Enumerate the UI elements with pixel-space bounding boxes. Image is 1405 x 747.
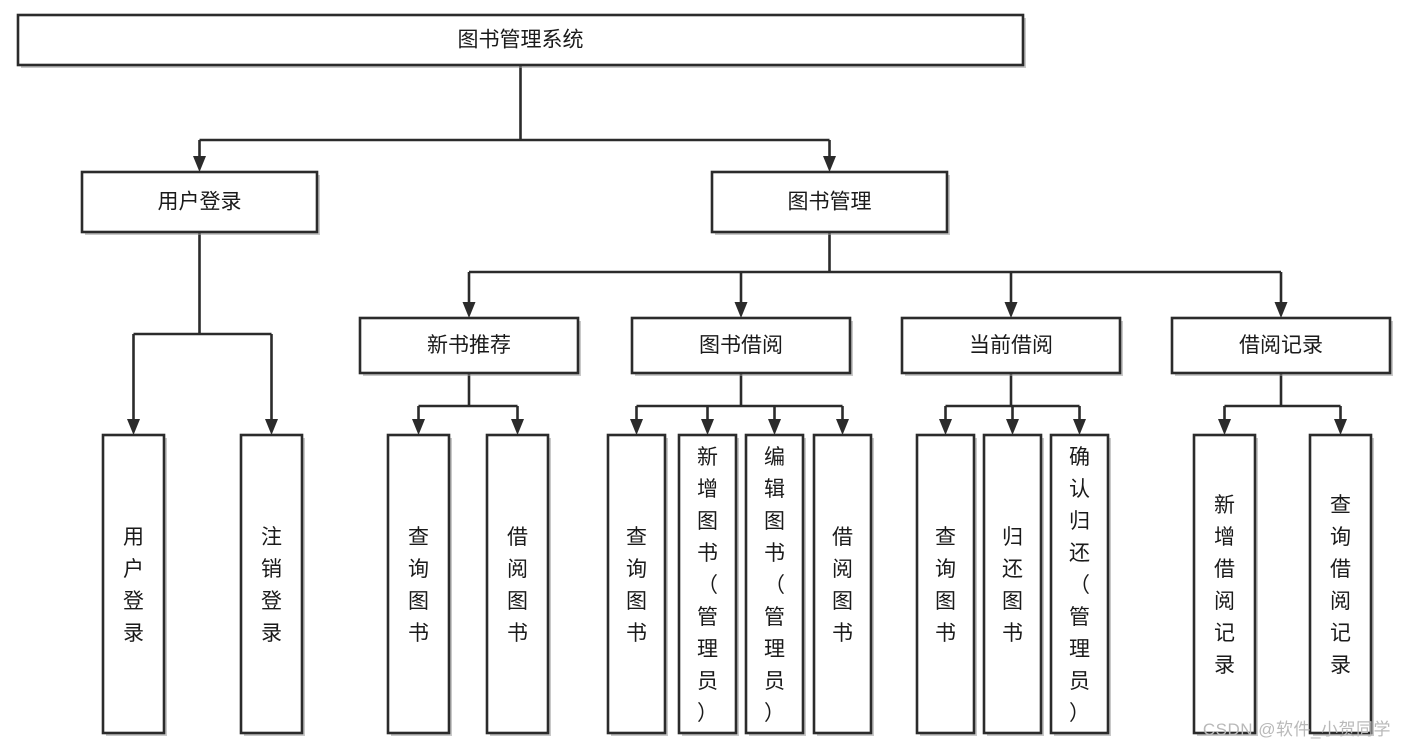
node-label-leaf-confirm-return-admin: 确认归还（管理员） — [1069, 446, 1090, 725]
node-box-leaf-borrow-book-rec[interactable] — [485, 433, 550, 735]
connector-edge-new-book-recommend-to-leaves — [412, 373, 524, 435]
node-label-user-login: 用户登录 — [158, 191, 242, 214]
node-book-borrow[interactable]: 图书借阅 — [630, 316, 853, 376]
node-leaf-query-book-borrow[interactable]: 查询图书 — [606, 433, 668, 736]
arrow-head-icon — [511, 419, 524, 435]
node-box-leaf-query-book-borrow[interactable] — [606, 433, 667, 735]
csdn-watermark: CSDN @软件_小贺同学 — [1202, 720, 1391, 739]
node-leaf-edit-book-admin[interactable]: 编辑图书（管理员） — [744, 433, 806, 736]
arrow-head-icon — [127, 419, 140, 435]
node-box-leaf-query-book-current[interactable] — [915, 433, 976, 735]
node-label-root: 图书管理系统 — [458, 29, 584, 52]
connector-edge-user-login-to-leaves — [127, 232, 278, 435]
node-leaf-user-logout[interactable]: 注销登录 — [239, 433, 305, 736]
node-leaf-borrow-book-borrow[interactable]: 借阅图书 — [812, 433, 874, 736]
connector-edge-borrow-record-to-leaves — [1218, 373, 1347, 435]
node-label-leaf-return-book: 归还图书 — [1002, 526, 1023, 645]
node-label-leaf-add-book-admin: 新增图书（管理员） — [697, 446, 718, 725]
node-label-leaf-borrow-book-borrow: 借阅图书 — [832, 526, 853, 645]
node-label-borrow-record: 借阅记录 — [1239, 334, 1323, 357]
node-layer: 图书管理系统用户登录图书管理新书推荐图书借阅当前借阅借阅记录用户登录注销登录查询… — [16, 13, 1393, 736]
arrow-head-icon — [1334, 419, 1347, 435]
node-label-leaf-query-book-rec: 查询图书 — [408, 526, 429, 645]
arrow-head-icon — [630, 419, 643, 435]
node-box-book-borrow[interactable] — [630, 316, 852, 375]
arrow-head-icon — [265, 419, 278, 435]
node-label-book-borrow: 图书借阅 — [699, 334, 783, 357]
connector-edge-book-borrow-to-leaves — [630, 373, 849, 435]
arrow-head-icon — [193, 156, 206, 172]
node-label-current-borrow: 当前借阅 — [969, 334, 1053, 357]
node-label-leaf-query-book-current: 查询图书 — [935, 526, 956, 645]
connector-layer — [127, 65, 1347, 435]
node-box-leaf-add-borrow-record[interactable] — [1192, 433, 1257, 735]
node-leaf-query-book-rec[interactable]: 查询图书 — [386, 433, 452, 736]
node-borrow-record[interactable]: 借阅记录 — [1170, 316, 1393, 376]
node-leaf-query-borrow-record[interactable]: 查询借阅记录 — [1308, 433, 1374, 736]
node-label-leaf-user-login: 用户登录 — [123, 526, 144, 645]
arrow-head-icon — [412, 419, 425, 435]
node-box-book-manage[interactable] — [710, 170, 949, 234]
arrow-head-icon — [823, 156, 836, 172]
node-box-leaf-borrow-book-borrow[interactable] — [812, 433, 873, 735]
node-leaf-user-login[interactable]: 用户登录 — [101, 433, 167, 736]
arrow-head-icon — [1004, 302, 1018, 318]
node-current-borrow[interactable]: 当前借阅 — [900, 316, 1123, 376]
connector-edge-book-manage-to-level3 — [462, 232, 1288, 318]
arrow-head-icon — [768, 419, 781, 435]
node-box-user-login[interactable] — [80, 170, 319, 234]
connector-edge-current-borrow-to-leaves — [939, 373, 1086, 435]
node-label-leaf-add-borrow-record: 新增借阅记录 — [1214, 494, 1235, 677]
node-new-book-recommend[interactable]: 新书推荐 — [358, 316, 581, 376]
arrow-head-icon — [1218, 419, 1231, 435]
node-label-leaf-user-logout: 注销登录 — [261, 526, 282, 645]
arrow-head-icon — [939, 419, 952, 435]
node-root[interactable]: 图书管理系统 — [16, 13, 1026, 68]
node-leaf-confirm-return-admin[interactable]: 确认归还（管理员） — [1049, 433, 1111, 736]
node-box-leaf-confirm-return-admin[interactable] — [1049, 433, 1110, 735]
arrow-head-icon — [1006, 419, 1019, 435]
node-box-leaf-user-logout[interactable] — [239, 433, 304, 735]
node-box-current-borrow[interactable] — [900, 316, 1122, 375]
node-box-leaf-add-book-admin[interactable] — [677, 433, 738, 735]
node-leaf-borrow-book-rec[interactable]: 借阅图书 — [485, 433, 551, 736]
arrow-head-icon — [734, 302, 748, 318]
arrow-head-icon — [1274, 302, 1288, 318]
arrow-head-icon — [462, 302, 476, 318]
arrow-head-icon — [1073, 419, 1086, 435]
connector-edge-root-to-level2 — [193, 65, 836, 172]
node-leaf-add-borrow-record[interactable]: 新增借阅记录 — [1192, 433, 1258, 736]
node-leaf-return-book[interactable]: 归还图书 — [982, 433, 1044, 736]
node-box-leaf-query-borrow-record[interactable] — [1308, 433, 1373, 735]
node-leaf-add-book-admin[interactable]: 新增图书（管理员） — [677, 433, 739, 736]
arrow-head-icon — [836, 419, 849, 435]
node-label-book-manage: 图书管理 — [788, 191, 872, 214]
node-box-root[interactable] — [16, 13, 1025, 67]
node-box-leaf-query-book-rec[interactable] — [386, 433, 451, 735]
node-label-leaf-borrow-book-rec: 借阅图书 — [507, 526, 528, 645]
node-label-leaf-query-borrow-record: 查询借阅记录 — [1330, 494, 1351, 677]
node-label-leaf-query-book-borrow: 查询图书 — [626, 526, 647, 645]
node-box-leaf-return-book[interactable] — [982, 433, 1043, 735]
node-user-login[interactable]: 用户登录 — [80, 170, 320, 235]
node-box-leaf-user-login[interactable] — [101, 433, 166, 735]
node-box-new-book-recommend[interactable] — [358, 316, 580, 375]
arrow-head-icon — [701, 419, 714, 435]
node-book-manage[interactable]: 图书管理 — [710, 170, 950, 235]
node-box-borrow-record[interactable] — [1170, 316, 1392, 375]
node-label-new-book-recommend: 新书推荐 — [427, 334, 511, 357]
node-leaf-query-book-current[interactable]: 查询图书 — [915, 433, 977, 736]
node-label-leaf-edit-book-admin: 编辑图书（管理员） — [764, 446, 785, 725]
node-box-leaf-edit-book-admin[interactable] — [744, 433, 805, 735]
